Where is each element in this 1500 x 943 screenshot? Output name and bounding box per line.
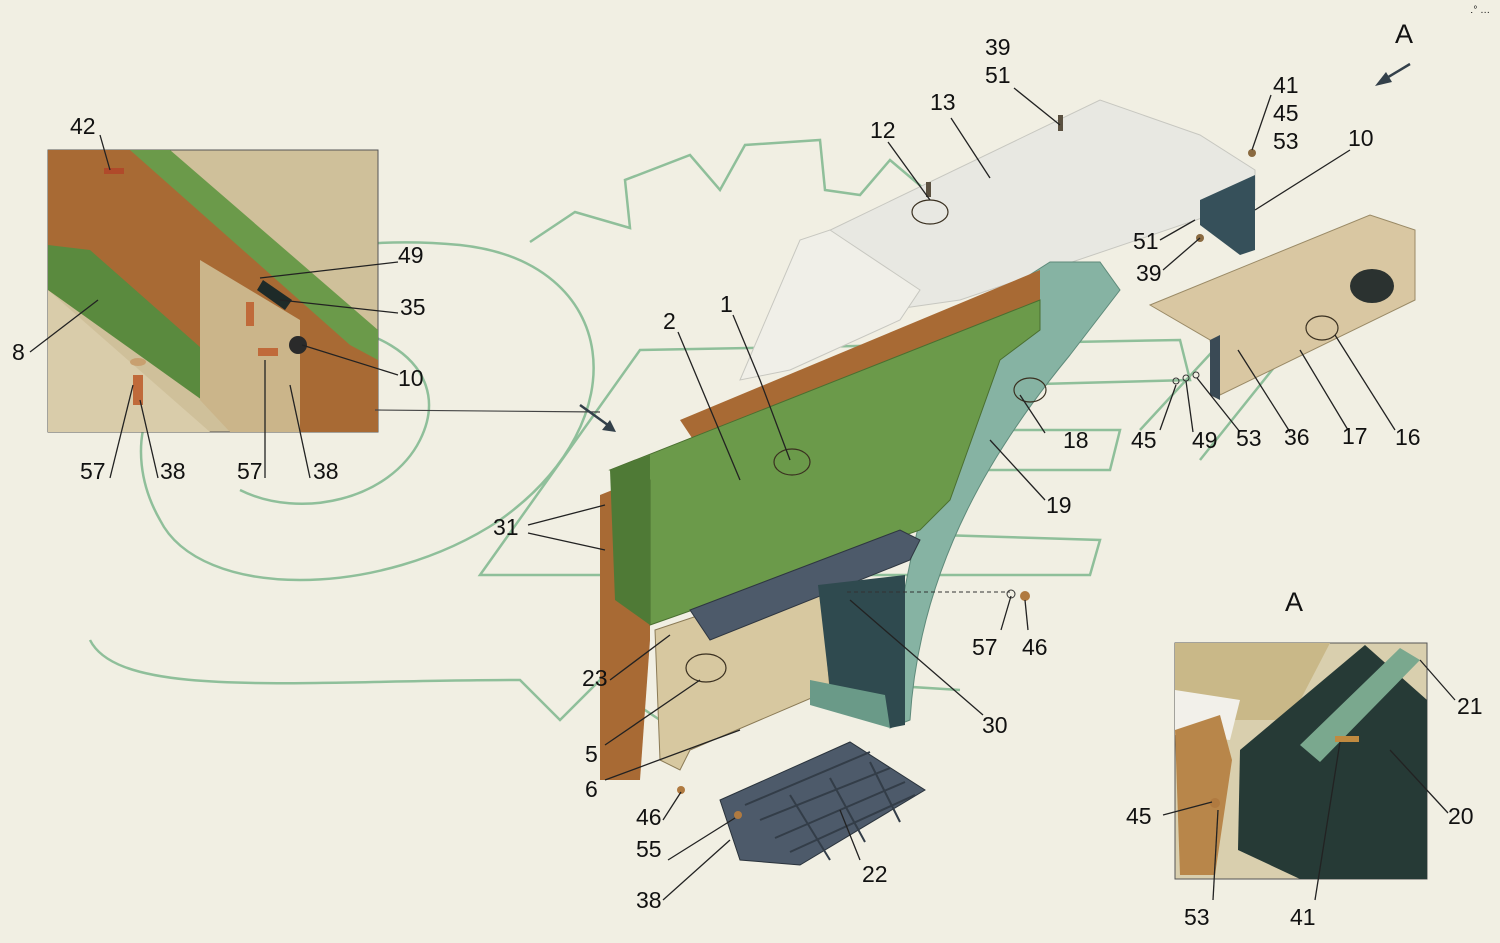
callout: 41 — [1273, 72, 1299, 98]
bolt-icon — [1335, 736, 1359, 742]
arrow-icon — [1375, 72, 1392, 86]
callout: 23 — [582, 665, 608, 691]
callout: 51 — [1133, 228, 1159, 254]
bolt-icon — [104, 168, 124, 174]
green-panel — [608, 299, 1041, 626]
inset-detail — [47, 149, 379, 433]
mount-bracket — [810, 575, 905, 728]
callout: 46 — [636, 804, 662, 830]
callout-labels: A A ․° … 39 51 13 12 41 45 53 10 51 39 1… — [12, 5, 1490, 930]
callout: 39 — [1136, 260, 1162, 286]
nut-icon — [734, 811, 742, 819]
callout: 41 — [1290, 904, 1316, 930]
view-label-a: A — [1395, 19, 1413, 49]
callout: 19 — [1046, 492, 1072, 518]
right-bracket — [1148, 214, 1416, 400]
callout: 45 — [1126, 803, 1152, 829]
callout: 53 — [1184, 904, 1210, 930]
fasteners — [677, 115, 1256, 819]
callout: 10 — [1348, 125, 1374, 151]
callout: 36 — [1284, 424, 1310, 450]
grommet-icon — [289, 336, 307, 354]
arrow-icon — [602, 420, 616, 432]
callout: 35 — [400, 294, 426, 320]
callout: 21 — [1457, 693, 1483, 719]
callout: 10 — [398, 365, 424, 391]
callout: 1 — [720, 291, 733, 317]
callout: 57 — [80, 458, 106, 484]
bolt-icon — [258, 348, 278, 356]
callout: 45 — [1273, 100, 1299, 126]
leader-lines — [29, 87, 1456, 901]
callout: 38 — [636, 887, 662, 913]
callout: 12 — [870, 117, 896, 143]
callout: 17 — [1342, 423, 1368, 449]
nut-icon — [1248, 149, 1256, 157]
clamp-strip — [1300, 648, 1420, 762]
callout: 57 — [972, 634, 998, 660]
callout: 49 — [398, 242, 424, 268]
bolt-icon — [926, 182, 931, 197]
washer-icon — [1172, 377, 1180, 385]
callout: 16 — [1395, 424, 1421, 450]
callout: 42 — [70, 113, 96, 139]
callout: 22 — [862, 861, 888, 887]
top-cover — [739, 99, 1256, 381]
washer-icon — [1192, 371, 1200, 379]
callout: 8 — [12, 339, 25, 365]
callout: 30 — [982, 712, 1008, 738]
callout: 49 — [1192, 427, 1218, 453]
nut-icon — [1020, 591, 1030, 601]
callout: 51 — [985, 62, 1011, 88]
detail-a — [1174, 642, 1428, 880]
nut-icon — [677, 786, 685, 794]
callout: 53 — [1273, 128, 1299, 154]
upper-step — [689, 529, 921, 641]
bolt-icon — [246, 302, 254, 326]
callout: 57 — [237, 458, 263, 484]
callout: 5 — [585, 741, 598, 767]
callout: 38 — [160, 458, 186, 484]
inset-green-rail — [130, 150, 378, 360]
callout: 38 — [313, 458, 339, 484]
callout: 55 — [636, 836, 662, 862]
callout: 45 — [1131, 427, 1157, 453]
callout: 6 — [585, 776, 598, 802]
view-arrows — [374, 62, 1411, 432]
callout: 2 — [663, 308, 676, 334]
nut-icon — [1210, 798, 1220, 808]
callout: 13 — [930, 89, 956, 115]
corner-mark: ․° … — [1470, 5, 1490, 16]
callout: 18 — [1063, 427, 1089, 453]
lower-step — [719, 741, 926, 866]
callout: 46 — [1022, 634, 1048, 660]
bolt-icon — [133, 375, 143, 405]
callout: 39 — [985, 34, 1011, 60]
detail-label-a: A — [1285, 587, 1303, 617]
callout: 31 — [493, 514, 519, 540]
bolt-icon — [1058, 115, 1063, 131]
callout: 20 — [1448, 803, 1474, 829]
callout: 53 — [1236, 425, 1262, 451]
